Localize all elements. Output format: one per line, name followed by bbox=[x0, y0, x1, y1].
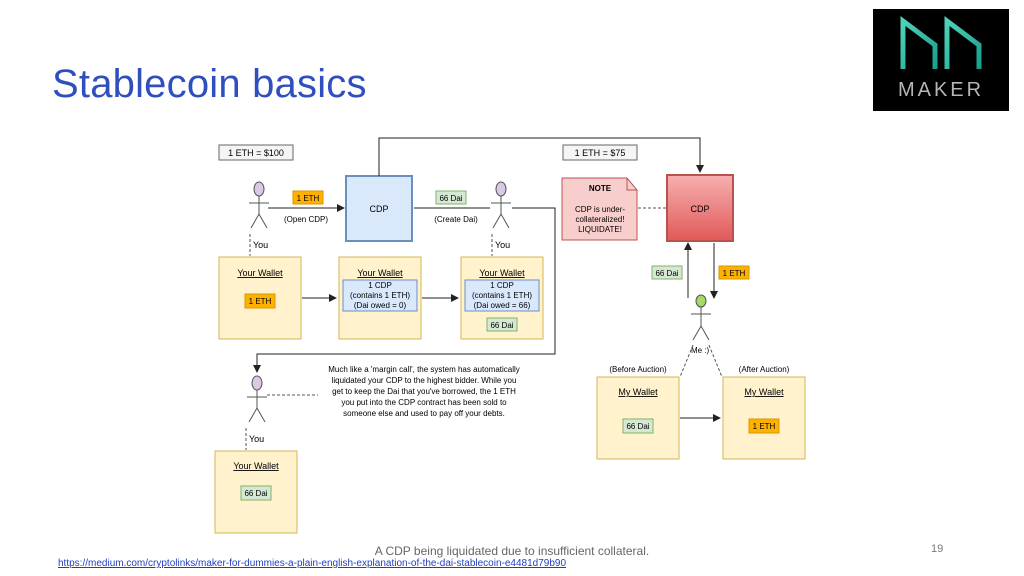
label-open-cdp: (Open CDP) bbox=[284, 215, 328, 224]
tag-66dai-top: 66 Dai bbox=[435, 190, 467, 205]
my-wallet-before: My Wallet 66 Dai bbox=[596, 376, 680, 460]
svg-text:1 ETH = $100: 1 ETH = $100 bbox=[228, 148, 284, 158]
person-you-1-icon bbox=[249, 181, 269, 229]
svg-text:1 ETH: 1 ETH bbox=[753, 422, 776, 431]
label-me: Me :) bbox=[691, 346, 710, 355]
tag-1eth-right: 1 ETH bbox=[718, 265, 750, 280]
wallet-box-4: Your Wallet 66 Dai bbox=[214, 450, 298, 534]
slide-title: Stablecoin basics bbox=[52, 62, 367, 106]
tag-66dai-right: 66 Dai bbox=[651, 265, 683, 280]
svg-text:66 Dai: 66 Dai bbox=[439, 194, 462, 203]
dashed-link bbox=[708, 344, 723, 378]
svg-text:(Dai owed = 66): (Dai owed = 66) bbox=[474, 301, 531, 310]
svg-text:1 ETH = $75: 1 ETH = $75 bbox=[575, 148, 626, 158]
svg-text:CDP: CDP bbox=[369, 204, 388, 214]
arrow-price-drop bbox=[378, 137, 704, 176]
maker-logo: MAKER bbox=[873, 9, 1009, 111]
maker-logo-icon bbox=[900, 16, 982, 69]
svg-text:NOTE: NOTE bbox=[589, 184, 612, 193]
svg-text:collateralized!: collateralized! bbox=[576, 215, 625, 224]
svg-text:1 CDP: 1 CDP bbox=[490, 281, 514, 290]
svg-text:get to keep the Dai that you'v: get to keep the Dai that you've borrowed… bbox=[332, 387, 516, 396]
svg-text:66 Dai: 66 Dai bbox=[626, 422, 649, 431]
person-me-icon bbox=[691, 294, 711, 341]
dashed-link bbox=[679, 344, 694, 378]
cdp-box-blue: CDP bbox=[345, 175, 413, 242]
svg-text:My Wallet: My Wallet bbox=[744, 387, 784, 397]
label-you-3: You bbox=[249, 434, 264, 444]
svg-text:1 ETH: 1 ETH bbox=[723, 269, 746, 278]
label-you-2: You bbox=[495, 240, 510, 250]
explanation-text: Much like a 'margin call', the system ha… bbox=[328, 365, 520, 418]
label-create-dai: (Create Dai) bbox=[434, 215, 478, 224]
svg-text:CDP: CDP bbox=[690, 204, 709, 214]
price-box-before: 1 ETH = $100 bbox=[218, 144, 294, 161]
svg-text:66 Dai: 66 Dai bbox=[490, 321, 513, 330]
svg-text:66 Dai: 66 Dai bbox=[655, 269, 678, 278]
svg-text:1 ETH: 1 ETH bbox=[249, 297, 272, 306]
label-before-auction: (Before Auction) bbox=[609, 365, 667, 374]
label-after-auction: (After Auction) bbox=[739, 365, 790, 374]
svg-text:Your Wallet: Your Wallet bbox=[479, 268, 525, 278]
slide-caption: A CDP being liquidated due to insufficie… bbox=[374, 544, 650, 558]
svg-text:LIQUIDATE!: LIQUIDATE! bbox=[578, 225, 622, 234]
svg-text:(contains 1 ETH): (contains 1 ETH) bbox=[472, 291, 532, 300]
svg-text:you put into the CDP contract: you put into the CDP contract has been s… bbox=[341, 398, 507, 407]
wallet-box-3: Your Wallet 1 CDP (contains 1 ETH) (Dai … bbox=[460, 256, 544, 340]
svg-text:1 ETH: 1 ETH bbox=[297, 194, 320, 203]
svg-text:(Dai owed = 0): (Dai owed = 0) bbox=[354, 301, 407, 310]
tag-1eth-top: 1 ETH bbox=[292, 190, 324, 205]
svg-text:CDP is under-: CDP is under- bbox=[575, 205, 625, 214]
cdp-box-red: CDP bbox=[666, 174, 734, 242]
person-you-2-icon bbox=[491, 181, 511, 229]
svg-text:1 CDP: 1 CDP bbox=[368, 281, 392, 290]
arrow-liquidation-path bbox=[253, 207, 556, 373]
svg-text:liquidated your CDP to the hig: liquidated your CDP to the highest bidde… bbox=[332, 376, 517, 385]
source-link[interactable]: https://medium.com/cryptolinks/maker-for… bbox=[58, 558, 567, 569]
note-box: NOTE CDP is under- collateralized! LIQUI… bbox=[561, 177, 638, 241]
page-number: 19 bbox=[931, 543, 944, 555]
price-box-after: 1 ETH = $75 bbox=[562, 144, 638, 161]
svg-text:My Wallet: My Wallet bbox=[618, 387, 658, 397]
logo-text: MAKER bbox=[897, 79, 985, 101]
svg-text:Much like a 'margin call', the: Much like a 'margin call', the system ha… bbox=[328, 365, 520, 374]
wallet-box-1: Your Wallet 1 ETH bbox=[218, 256, 302, 340]
wallet-box-2: Your Wallet 1 CDP (contains 1 ETH) (Dai … bbox=[338, 256, 422, 340]
svg-text:Your Wallet: Your Wallet bbox=[357, 268, 403, 278]
person-you-3-icon bbox=[247, 375, 267, 423]
svg-text:66 Dai: 66 Dai bbox=[244, 489, 267, 498]
svg-text:someone else and used to pay o: someone else and used to pay off your de… bbox=[343, 409, 505, 418]
svg-text:(contains 1 ETH): (contains 1 ETH) bbox=[350, 291, 410, 300]
label-you-1: You bbox=[253, 240, 268, 250]
my-wallet-after: My Wallet 1 ETH bbox=[722, 376, 806, 460]
svg-text:Your Wallet: Your Wallet bbox=[233, 461, 279, 471]
svg-text:Your Wallet: Your Wallet bbox=[237, 268, 283, 278]
